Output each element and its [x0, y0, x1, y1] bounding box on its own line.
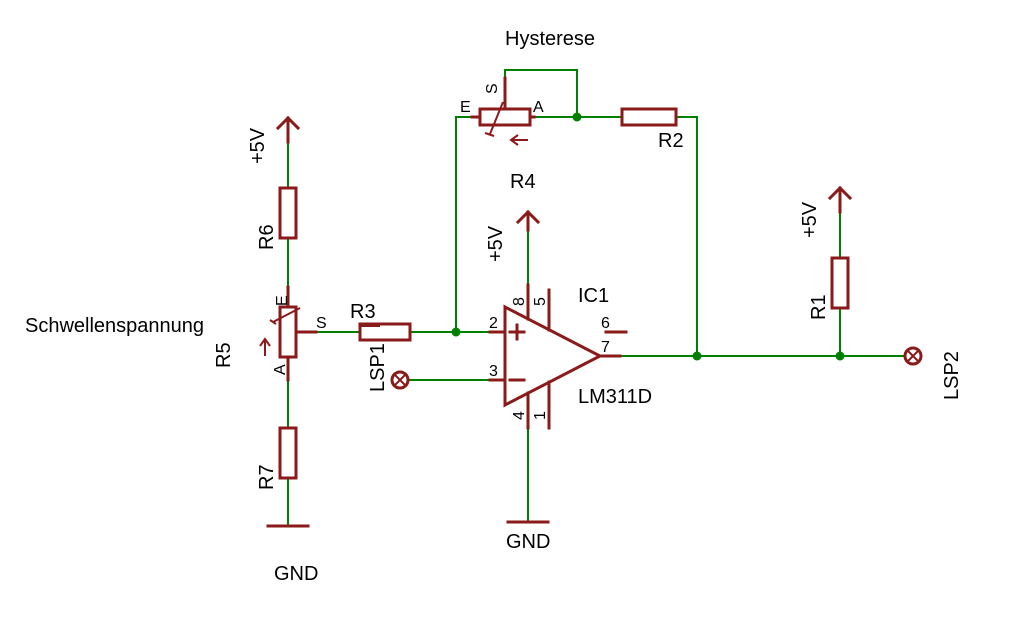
label-r7: R7 — [256, 464, 278, 490]
label-lm311d: LM311D — [578, 386, 652, 408]
pin-label-r5-s: S — [316, 315, 327, 332]
label-r3: R3 — [350, 301, 376, 323]
supply-arrow-mid — [515, 209, 541, 232]
pin-label-5: 5 — [532, 297, 549, 306]
supply-arrow-right — [827, 185, 853, 214]
resistor-r3 — [358, 322, 412, 342]
junction-dot — [692, 351, 702, 361]
label-r5: R5 — [213, 342, 235, 368]
label-5v-right: +5V — [799, 201, 821, 238]
pin-label-r4-a: A — [533, 99, 544, 116]
label-5v-mid: +5V — [485, 225, 507, 262]
pin-label-r5-a: A — [272, 364, 289, 375]
junction-dot — [451, 327, 461, 337]
pin-label-r5-e: E — [274, 295, 291, 306]
label-r6: R6 — [256, 224, 278, 250]
resistor-r6 — [278, 186, 298, 240]
pin-label-r4-e: E — [460, 99, 471, 116]
pin-label-3: 3 — [489, 363, 498, 380]
junction-dot — [572, 112, 582, 122]
resistor-r1 — [830, 256, 850, 310]
terminal-lsp1[interactable] — [390, 370, 410, 390]
terminal-lsp2[interactable] — [903, 346, 923, 366]
label-lsp1: LSP1 — [367, 343, 389, 392]
pin-label-7: 7 — [601, 339, 610, 356]
label-lsp2: LSP2 — [941, 351, 963, 400]
resistor-r2 — [620, 107, 678, 127]
comparator-ic1 — [488, 283, 628, 430]
pin-label-r4-s: S — [484, 83, 501, 94]
resistor-r7 — [278, 426, 298, 480]
potentiometer-r4 — [470, 76, 536, 146]
label-gnd-mid: GND — [506, 531, 550, 553]
pin-label-1: 1 — [532, 411, 549, 420]
junction-dot — [835, 351, 845, 361]
pin-label-2: 2 — [489, 315, 498, 332]
wires — [287, 69, 906, 527]
label-hysterese: Hysterese — [505, 28, 595, 50]
pin-label-6: 6 — [601, 315, 610, 332]
label-r2: R2 — [658, 130, 684, 152]
label-r4: R4 — [510, 171, 536, 193]
supply-arrow-left — [275, 115, 301, 144]
label-5v-left: +5V — [247, 127, 269, 164]
pin-label-4: 4 — [511, 411, 528, 420]
label-r1: R1 — [808, 294, 830, 320]
label-ic1: IC1 — [578, 285, 609, 307]
label-gnd-left: GND — [274, 563, 318, 585]
pin-label-8: 8 — [511, 297, 528, 306]
potentiometer-r5 — [259, 285, 318, 382]
label-schwellenspannung: Schwellenspannung — [25, 315, 204, 337]
